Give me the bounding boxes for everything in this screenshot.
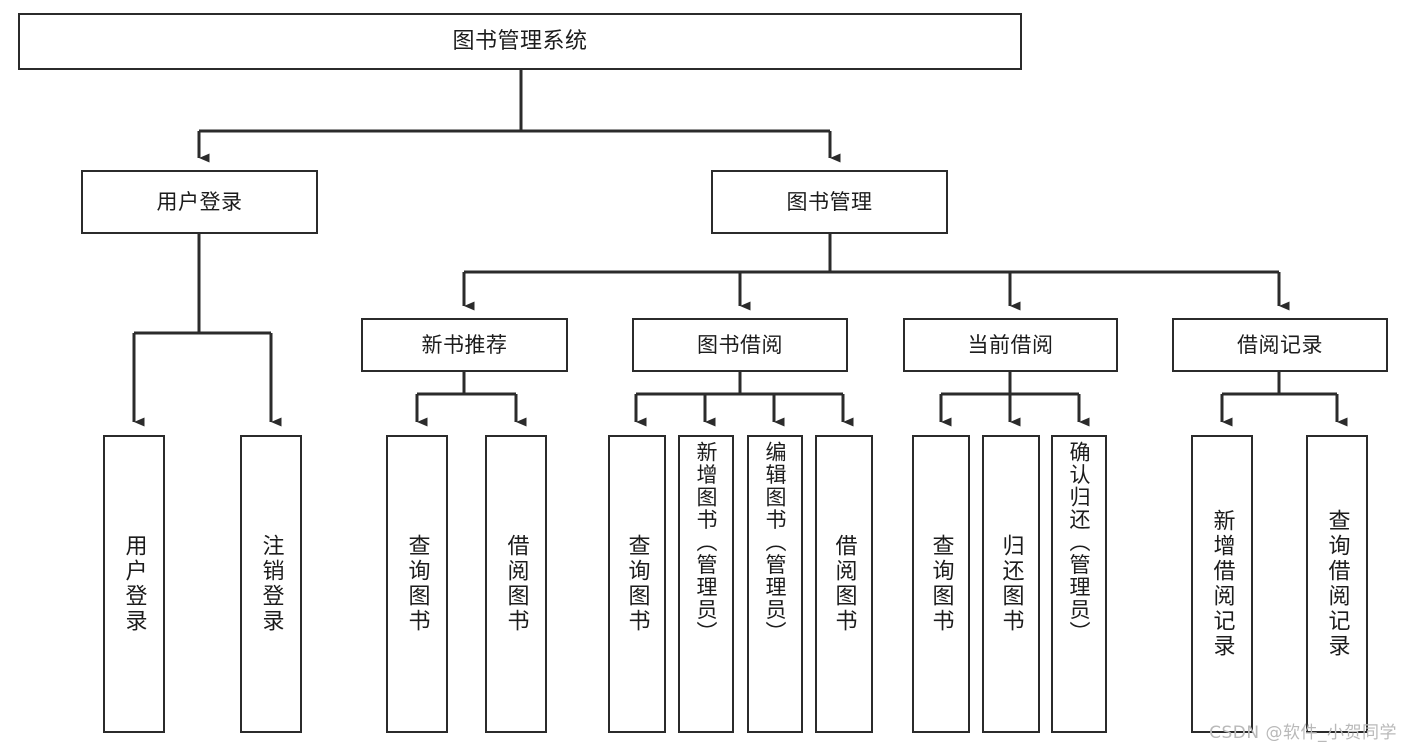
node-leaf-borrow-book-2[interactable]: 借阅图书 [815,435,873,733]
node-leaf-query-book-2-label: 查询图书 [624,534,650,634]
node-root-system-label: 图书管理系统 [452,28,588,54]
node-leaf-confirm-return[interactable]: 确认归还（管理员） [1051,435,1107,733]
node-leaf-return-book[interactable]: 归还图书 [982,435,1040,733]
node-leaf-query-record[interactable]: 查询借阅记录 [1306,435,1368,733]
node-user-login[interactable]: 用户登录 [81,170,318,234]
node-leaf-confirm-return-label: 确认归还（管理员） [1067,441,1092,644]
node-leaf-query-book-3-label: 查询图书 [928,534,954,634]
node-leaf-query-book-2[interactable]: 查询图书 [608,435,666,733]
node-book-borrow[interactable]: 图书借阅 [632,318,848,372]
node-leaf-user-login-label: 用户登录 [121,534,147,634]
node-book-borrow-label: 图书借阅 [697,332,783,357]
node-new-book-recommend[interactable]: 新书推荐 [361,318,568,372]
node-leaf-return-book-label: 归还图书 [998,534,1024,634]
node-leaf-edit-book-label: 编辑图书（管理员） [763,441,788,644]
node-leaf-add-book-label: 新增图书（管理员） [694,441,719,644]
node-leaf-query-book-3[interactable]: 查询图书 [912,435,970,733]
node-leaf-query-book-1[interactable]: 查询图书 [386,435,448,733]
node-leaf-user-login[interactable]: 用户登录 [103,435,165,733]
node-book-management-label: 图书管理 [786,189,873,214]
node-root-system[interactable]: 图书管理系统 [18,13,1022,70]
node-leaf-add-record-label: 新增借阅记录 [1209,509,1235,659]
node-current-borrow-label: 当前借阅 [967,332,1054,357]
node-current-borrow[interactable]: 当前借阅 [903,318,1118,372]
node-user-login-label: 用户登录 [156,189,243,214]
node-borrow-record-label: 借阅记录 [1237,332,1323,357]
node-leaf-user-logout[interactable]: 注销登录 [240,435,302,733]
node-leaf-add-book[interactable]: 新增图书（管理员） [678,435,734,733]
node-leaf-borrow-book-1-label: 借阅图书 [503,534,529,634]
node-leaf-edit-book[interactable]: 编辑图书（管理员） [747,435,803,733]
node-leaf-add-record[interactable]: 新增借阅记录 [1191,435,1253,733]
node-borrow-record[interactable]: 借阅记录 [1172,318,1388,372]
node-new-book-recommend-label: 新书推荐 [421,332,508,357]
node-book-management[interactable]: 图书管理 [711,170,948,234]
node-leaf-user-logout-label: 注销登录 [258,534,284,634]
node-leaf-borrow-book-2-label: 借阅图书 [831,534,857,634]
node-leaf-query-record-label: 查询借阅记录 [1324,509,1350,659]
node-leaf-query-book-1-label: 查询图书 [404,534,430,634]
node-leaf-borrow-book-1[interactable]: 借阅图书 [485,435,547,733]
